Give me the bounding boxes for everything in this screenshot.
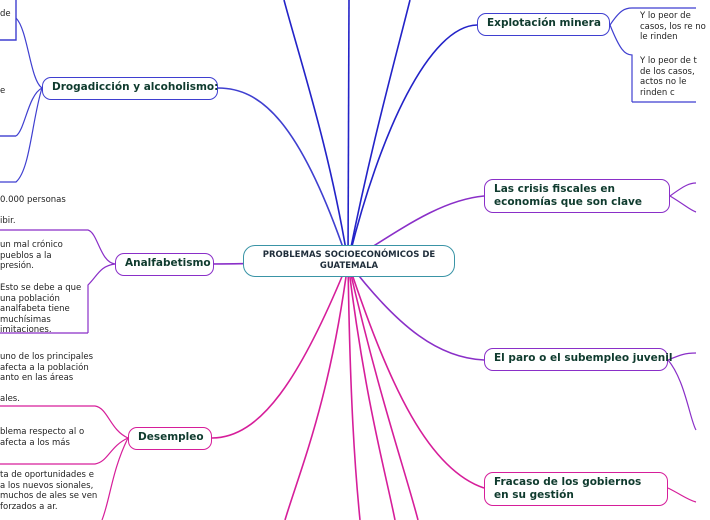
branch-line bbox=[15, 87, 43, 137]
branch-line bbox=[347, 261, 485, 361]
topic-analfabetismo[interactable]: Analfabetismo bbox=[115, 253, 214, 276]
branch-line bbox=[347, 0, 411, 263]
note-drogas-1: de bbox=[0, 9, 11, 19]
note-drogas-2: e bbox=[0, 86, 6, 96]
branch-line bbox=[667, 352, 697, 361]
topic-fracaso-gobiernos[interactable]: Fracaso de los gobiernos en su gestión bbox=[484, 472, 668, 506]
branch-line bbox=[211, 261, 349, 439]
branch-line bbox=[0, 437, 129, 465]
branch-line bbox=[667, 487, 697, 503]
topic-paro-subempleo[interactable]: El paro o el subempleo juvenil bbox=[484, 348, 672, 371]
branch-line bbox=[347, 261, 396, 520]
topic-label: El paro o el subempleo juvenil bbox=[494, 352, 673, 364]
branch-line bbox=[347, 24, 478, 263]
branch-line bbox=[347, 0, 350, 263]
branch-line bbox=[609, 7, 696, 26]
branch-line bbox=[283, 0, 349, 263]
topic-drogadiccion[interactable]: Drogadicción y alcoholismo: bbox=[42, 77, 218, 100]
branch-line bbox=[15, 17, 43, 89]
topic-label: Explotación minera bbox=[487, 17, 601, 29]
topic-label: Analfabetismo bbox=[125, 257, 211, 269]
branch-line bbox=[217, 87, 349, 263]
topic-label: Fracaso de los gobiernos en su gestión bbox=[494, 476, 642, 501]
branch-line bbox=[669, 195, 697, 213]
branch-line bbox=[0, 229, 116, 265]
branch-line bbox=[347, 261, 485, 489]
note-mineria-2: Y lo peor de t de los casos, actos no le… bbox=[640, 56, 697, 98]
branch-line bbox=[284, 261, 349, 520]
note-desempleo-2: blema respecto al o afecta a los más bbox=[0, 427, 85, 448]
branch-line bbox=[609, 24, 633, 102]
branch-line bbox=[101, 437, 129, 520]
topic-label: Desempleo bbox=[138, 431, 204, 443]
central-topic[interactable]: PROBLEMAS SOCIOECONÓMICOS DE GUATEMALA bbox=[243, 245, 455, 277]
topic-label: Las crisis fiscales en economías que son… bbox=[494, 183, 643, 208]
note-analf-top2: ibir. bbox=[0, 216, 16, 226]
branch-line bbox=[0, 0, 17, 41]
note-analf-top: 0.000 personas bbox=[0, 195, 66, 205]
branch-line bbox=[0, 405, 129, 439]
note-desempleo-3: ta de oportunidades e a los nuevos siona… bbox=[0, 470, 98, 512]
branch-line bbox=[347, 261, 419, 520]
topic-explotacion-minera[interactable]: Explotación minera bbox=[477, 13, 610, 36]
central-topic-label: PROBLEMAS SOCIOECONÓMICOS DE GUATEMALA bbox=[262, 250, 436, 271]
topic-desempleo[interactable]: Desempleo bbox=[128, 427, 212, 450]
topic-crisis-fiscales[interactable]: Las crisis fiscales en economías que son… bbox=[484, 179, 670, 213]
note-analf-1: un mal crónico pueblos a la presión. bbox=[0, 240, 63, 271]
branch-line bbox=[667, 359, 697, 431]
note-desempleo-1b: ales. bbox=[0, 394, 20, 404]
topic-label: Drogadicción y alcoholismo: bbox=[52, 81, 219, 93]
branch-line bbox=[87, 263, 116, 333]
note-mineria-1: Y lo peor de casos, los re no le rinden bbox=[640, 11, 706, 42]
note-analf-2: Esto se debe a que una población analfab… bbox=[0, 283, 82, 335]
branch-line bbox=[0, 87, 43, 183]
branch-line bbox=[347, 261, 361, 520]
note-desempleo-1: uno de los principales afecta a la pobla… bbox=[0, 352, 93, 383]
branch-line bbox=[669, 182, 697, 197]
